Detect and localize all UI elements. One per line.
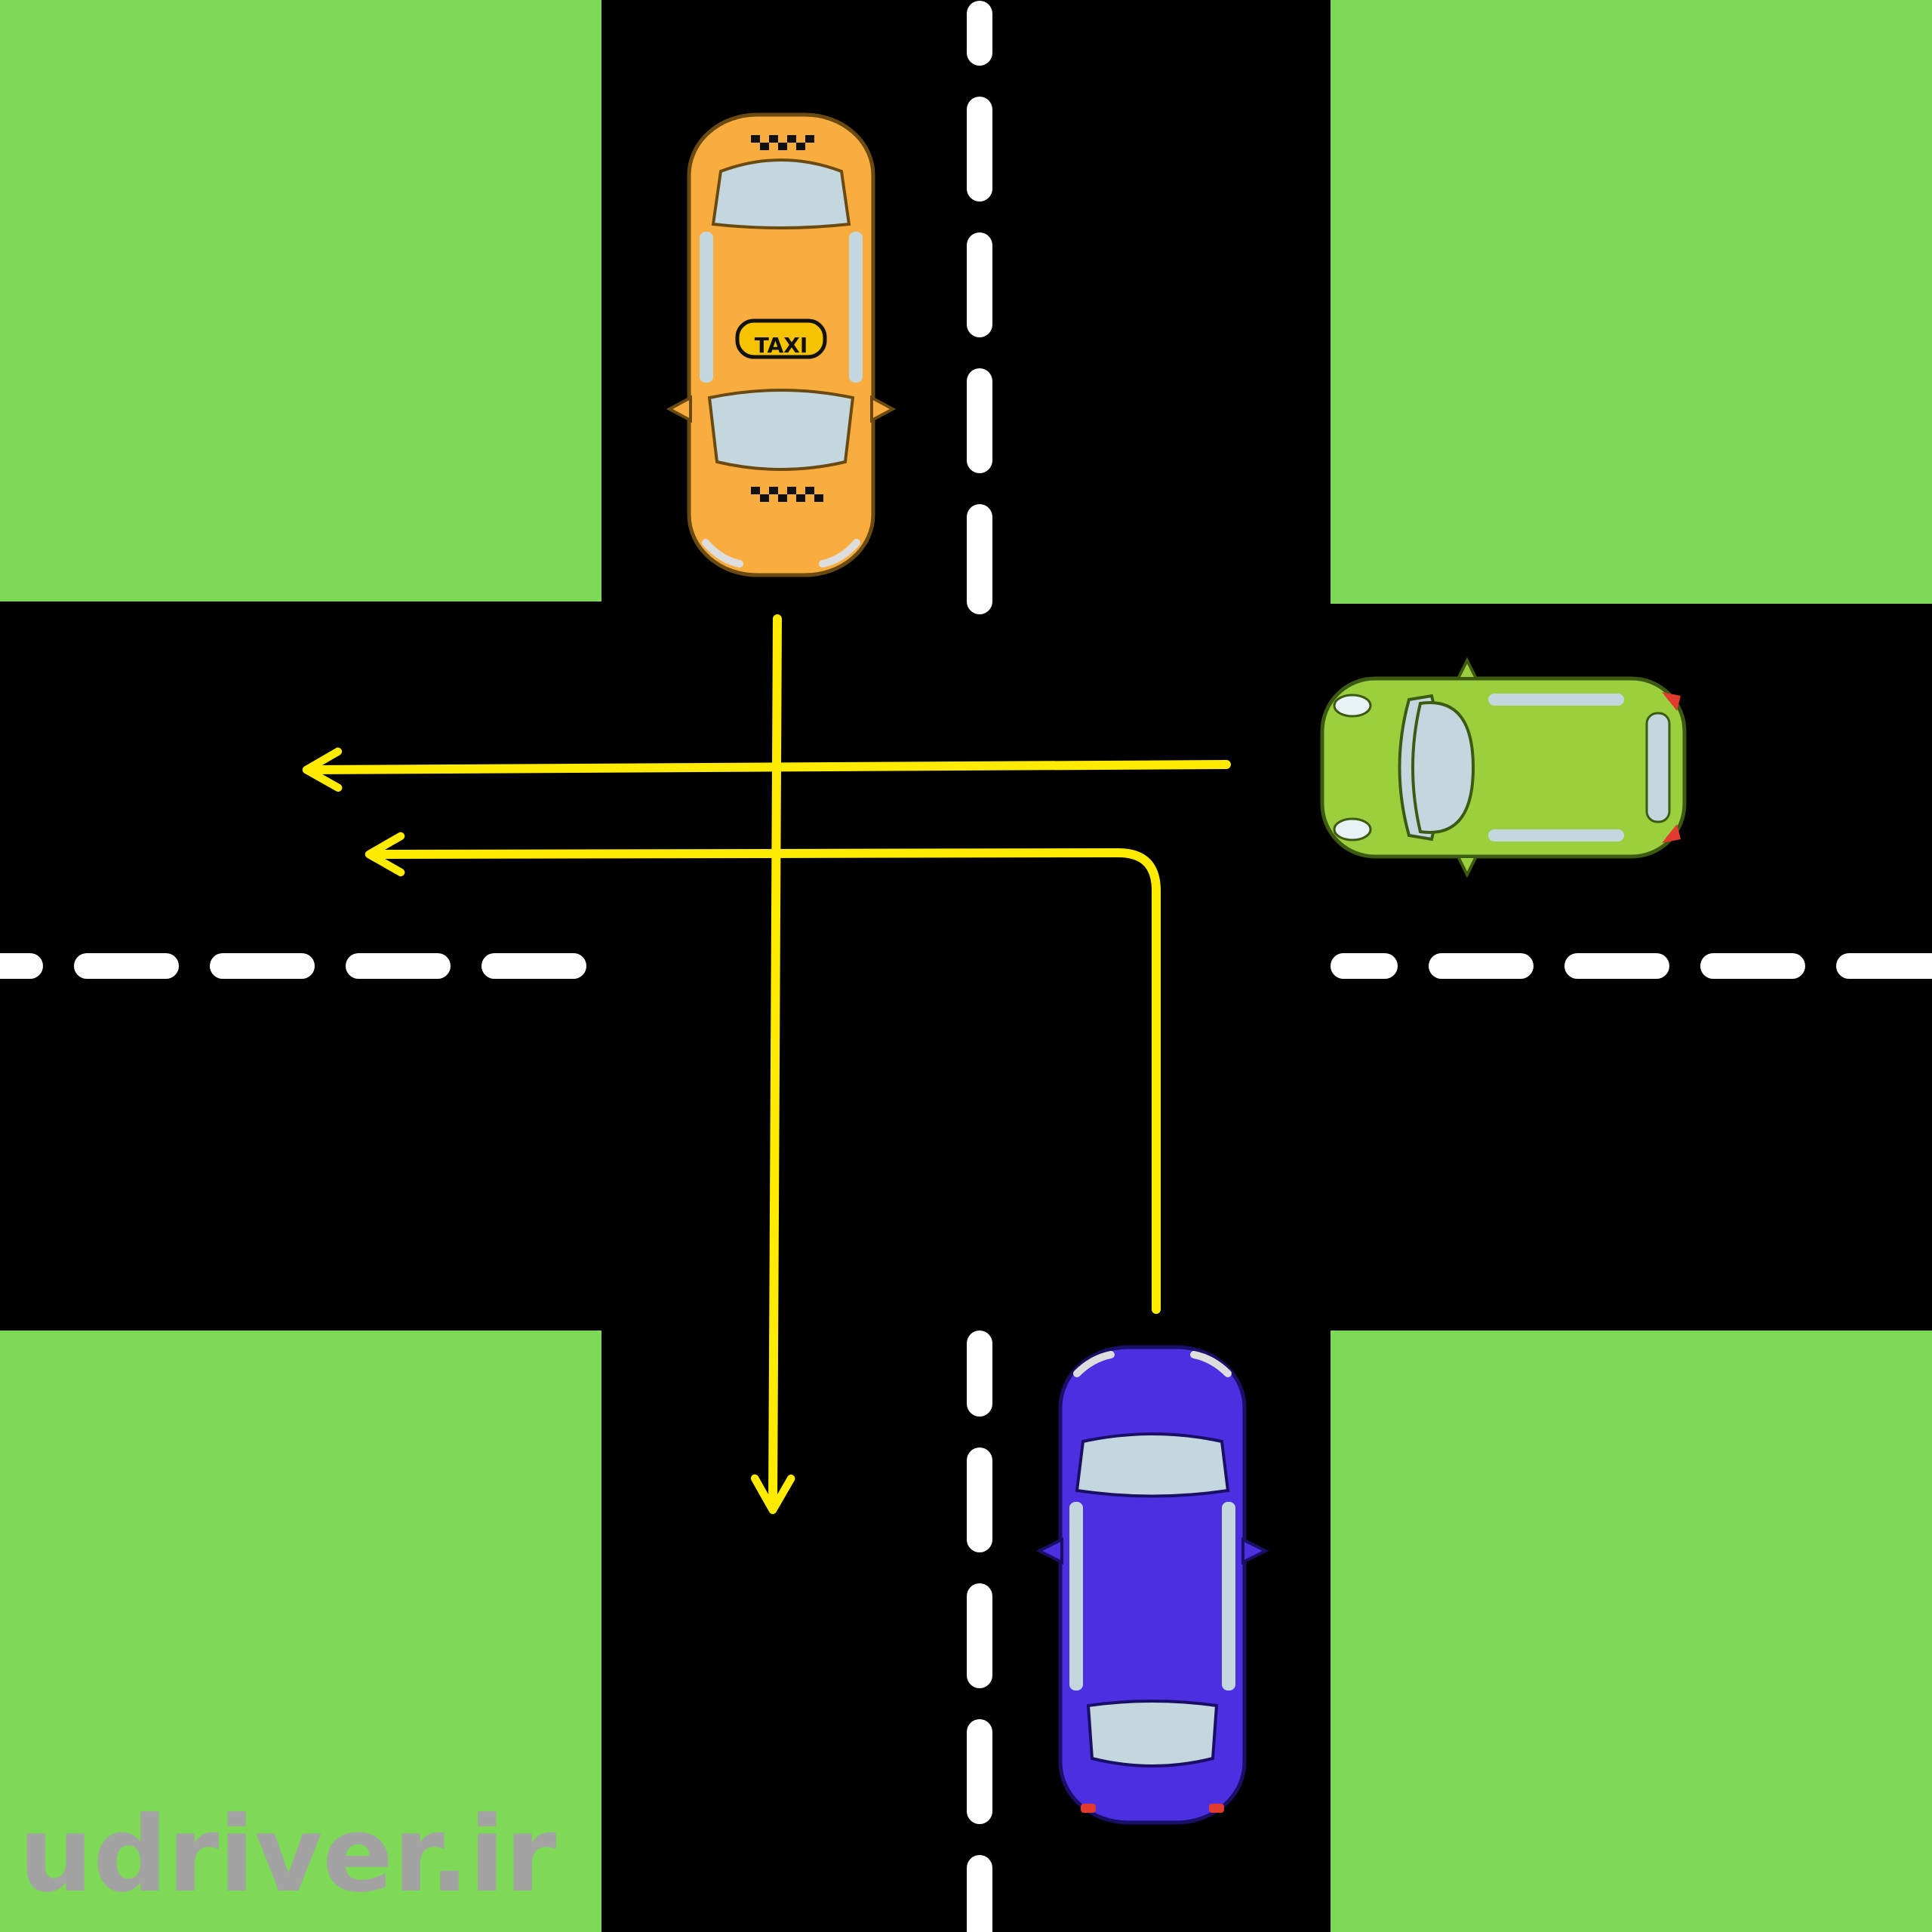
green-car — [1320, 657, 1687, 878]
grass-top-left — [0, 0, 601, 601]
taxi-path-arrow — [750, 614, 795, 1515]
grass-top-right — [1331, 0, 1932, 604]
blue-car-path-arrow — [365, 832, 1161, 1314]
green-car-path-arrow — [302, 747, 1231, 792]
taxi-roof-sign — [735, 318, 827, 359]
blue-car — [1035, 1345, 1269, 1825]
grass-bottom-left — [0, 1331, 601, 1932]
watermark-text: udriver.ir — [19, 1794, 556, 1915]
grass-bottom-right — [1331, 1331, 1932, 1932]
taxi-car: TAXI — [666, 112, 897, 577]
taxi-sign-label: TAXI — [755, 333, 808, 358]
